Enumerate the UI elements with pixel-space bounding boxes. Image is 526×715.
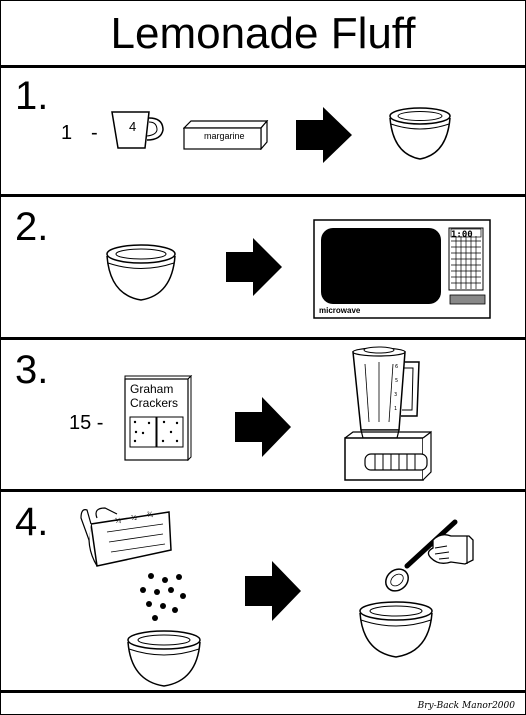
step-number: 2. [15, 205, 49, 249]
graham-cracker-box-icon [124, 375, 193, 461]
arrow-right-icon [226, 238, 282, 296]
step-number: 3. [15, 348, 49, 392]
step-number: 1. [15, 74, 49, 118]
step-1: 1. 1 - 4 margarine [1, 68, 525, 194]
hand-spoon-icon [385, 519, 474, 592]
svg-text:6: 6 [395, 364, 398, 370]
step-2: 2. [1, 197, 525, 337]
divider [1, 194, 525, 197]
pouring-cup-icon [80, 507, 172, 567]
cup-marks: ¼ ½ ¾ [77, 504, 173, 576]
dash: - [91, 122, 98, 144]
divider [1, 690, 525, 693]
mixing-bowl-icon [389, 107, 451, 160]
margarine-box-icon [183, 120, 269, 150]
blender-icon: 6 5 3 1 [344, 346, 433, 481]
cup-mark: ½ [131, 515, 137, 522]
cup-amount: 4 [129, 119, 137, 134]
footer-credit: Bry-Back Manor2000 [417, 701, 515, 711]
mixing-bowl-icon [127, 630, 201, 687]
arrow-right-icon [296, 107, 352, 163]
divider [1, 337, 525, 340]
mixing-bowl-icon [106, 244, 176, 301]
falling-crumbs-icon [140, 573, 186, 621]
arrow-right-icon [235, 397, 291, 457]
measuring-cup-icon [111, 111, 164, 149]
page-title: Lemonade Fluff [110, 9, 416, 58]
cup-mark: ¾ [147, 512, 153, 519]
box-label-line-1: Graham [130, 382, 174, 396]
appliance-label: microwave [319, 306, 361, 315]
mixing-bowl-icon [359, 601, 433, 658]
microwave-icon [313, 219, 491, 319]
divider [1, 489, 525, 492]
item-label: margarine [204, 131, 245, 141]
svg-text:5: 5 [395, 378, 398, 384]
step-4: 4. ¼ ½ ¾ [1, 492, 525, 690]
divider [1, 65, 525, 68]
box-label-line-2: Crackers [130, 396, 179, 410]
step-3: 3. 15 - Graham Crackers [1, 340, 525, 489]
quantity-label: 1 [61, 122, 73, 144]
step-number: 4. [15, 500, 49, 544]
cup-mark: ¼ [115, 518, 121, 525]
svg-text:1: 1 [394, 406, 397, 412]
timer-display: 1:00 [451, 230, 473, 240]
quantity-label: 15 - [69, 412, 104, 434]
arrow-right-icon [245, 561, 301, 621]
svg-text:3: 3 [394, 392, 397, 398]
